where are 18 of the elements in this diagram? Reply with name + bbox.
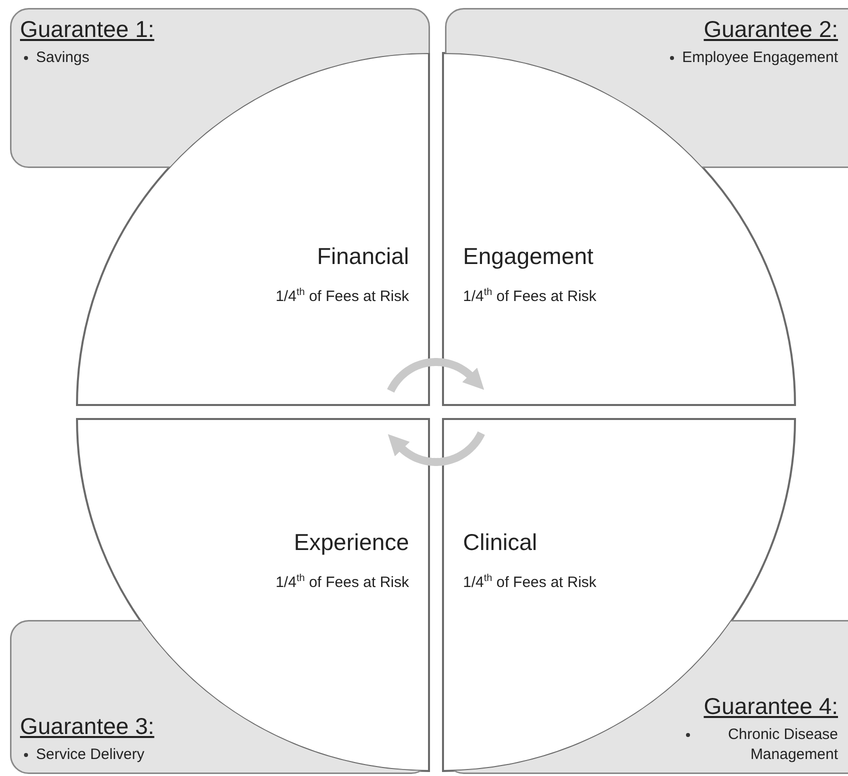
quadrant-title: Financial: [316, 243, 409, 270]
bullet-text: Service Delivery: [36, 744, 144, 764]
bullet-text: Savings: [36, 48, 90, 68]
quadrant-subtitle: 1/4$^{th}$ of Fees at Risk: [463, 573, 596, 591]
guarantee-heading: Guarantee 2:: [704, 16, 838, 44]
quadrant-title: Clinical: [463, 529, 538, 556]
bullet-text: Chronic Disease Management: [726, 725, 838, 764]
curved-arrow: [388, 430, 485, 466]
quadrant-subtitle: 1/4$^{th}$ of Fees at Risk: [276, 573, 409, 591]
guarantee-heading: Guarantee 4:: [704, 693, 838, 721]
quadrant-subtitle: 1/4$^{th}$ of Fees at Risk: [276, 287, 409, 305]
quadrant-subtitle: 1/4$^{th}$ of Fees at Risk: [463, 287, 596, 305]
quadrant-title: Engagement: [463, 243, 594, 270]
curved-arrow: [387, 358, 484, 394]
guarantee-heading: Guarantee 1:: [20, 16, 154, 44]
quadrant-title: Experience: [294, 529, 409, 556]
guarantee-heading: Guarantee 3:: [20, 712, 154, 740]
bullet-text: Employee Engagement: [682, 48, 838, 68]
